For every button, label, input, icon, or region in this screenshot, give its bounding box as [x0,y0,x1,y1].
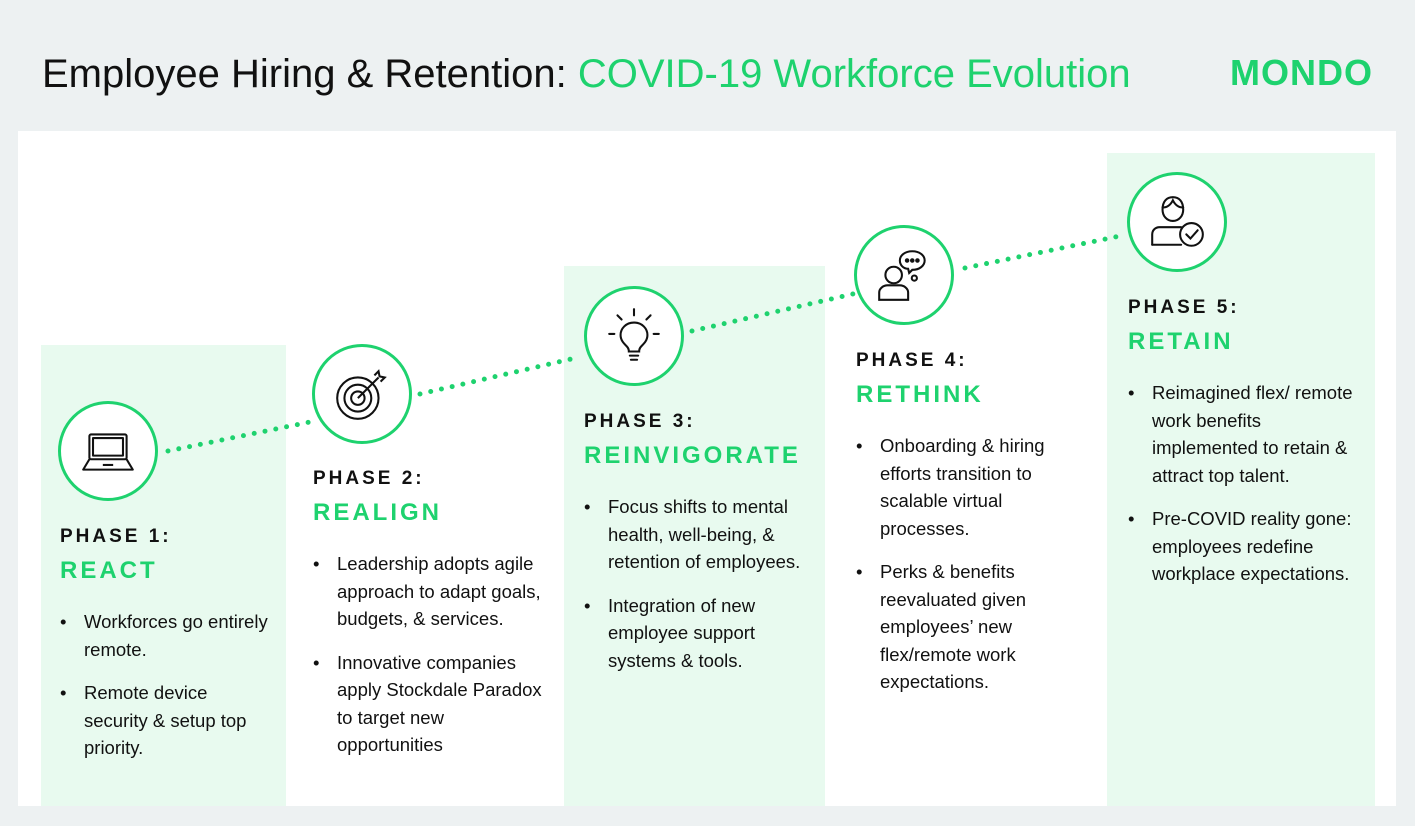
person-thinking-icon [878,250,926,301]
phase-2-bullets: Leadership adopts agile approach to adap… [313,550,553,759]
phase-1-icon-circle [58,401,158,501]
bullet-item: Workforces go entirely remote. [60,608,275,663]
title-accent: COVID-19 Workforce Evolution [577,52,1131,96]
bullet-item: Remote device security & setup top prior… [60,679,275,762]
phase-1-bullets: Workforces go entirely remote. Remote de… [60,608,275,762]
title-main: Employee Hiring & Retention: [42,52,578,96]
phase-5-bullets: Reimagined flex/ remote work benefits im… [1128,379,1358,588]
phase-5-label: PHASE 5: [1128,297,1240,318]
phase-1-label: PHASE 1: [60,526,172,547]
phase-2-icon-circle [312,344,412,444]
phase-4-name: RETHINK [856,381,984,408]
phase-1-name: REACT [60,557,158,584]
phase-1: PHASE 1: REACT Workforces go entirely re… [60,526,275,778]
laptop-icon [82,433,134,471]
phase-2-name: REALIGN [313,499,442,526]
phase-4-bullets: Onboarding & hiring efforts transition t… [856,432,1076,696]
bullet-item: Onboarding & hiring efforts transition t… [856,432,1076,542]
bullet-item: Perks & benefits reevaluated given emplo… [856,558,1076,696]
lightbulb-icon [608,308,660,361]
bullet-item: Pre-COVID reality gone: employees redefi… [1128,505,1358,588]
bullet-item: Focus shifts to mental health, well-bein… [584,493,814,576]
phase-5-icon-circle [1127,172,1227,272]
bullet-item: Innovative companies apply Stockdale Par… [313,649,553,759]
bullet-item: Leadership adopts agile approach to adap… [313,550,553,633]
target-icon [336,369,387,420]
phase-3-icon-circle [584,286,684,386]
phase-2-label: PHASE 2: [313,468,425,489]
phase-4-icon-circle [854,225,954,325]
phase-3-name: REINVIGORATE [584,442,801,469]
phase-5: PHASE 5: RETAIN Reimagined flex/ remote … [1128,297,1358,604]
phase-2: PHASE 2: REALIGN Leadership adopts agile… [313,468,553,775]
phase-3-label: PHASE 3: [584,411,696,432]
phase-4: PHASE 4: RETHINK Onboarding & hiring eff… [856,350,1076,712]
mondo-logo: MONDO [1230,52,1373,93]
bullet-item: Integration of new employee support syst… [584,592,814,675]
phase-4-label: PHASE 4: [856,350,968,371]
phase-3-bullets: Focus shifts to mental health, well-bein… [584,493,814,674]
page-title: Employee Hiring & Retention: COVID-19 Wo… [42,50,1131,98]
person-check-icon [1151,196,1204,247]
phase-5-name: RETAIN [1128,328,1234,355]
phase-3: PHASE 3: REINVIGORATE Focus shifts to me… [584,411,814,690]
bullet-item: Reimagined flex/ remote work benefits im… [1128,379,1358,489]
